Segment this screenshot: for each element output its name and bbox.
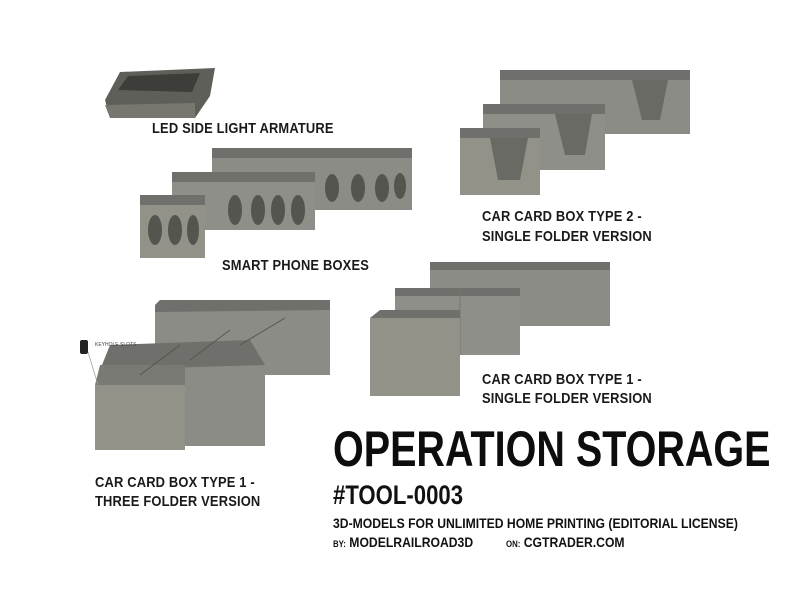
by-prefix: BY: xyxy=(333,539,346,549)
three-folder-label-1: CAR CARD BOX TYPE 1 - xyxy=(95,474,255,491)
type1-label-1: CAR CARD BOX TYPE 1 - xyxy=(482,371,642,388)
product-code: #TOOL-0003 xyxy=(333,480,464,510)
type1-label-2: SINGLE FOLDER VERSION xyxy=(482,390,652,407)
smart-phone-boxes-render xyxy=(140,148,412,258)
type2-label-1: CAR CARD BOX TYPE 2 - xyxy=(482,208,642,225)
led-label: LED SIDE LIGHT ARMATURE xyxy=(152,120,334,137)
subtitle: 3D-MODELS FOR UNLIMITED HOME PRINTING (E… xyxy=(333,515,738,531)
page-title: OPERATION STORAGE xyxy=(333,421,771,477)
author: MODELRAILROAD3D xyxy=(349,534,474,550)
type2-label-2: SINGLE FOLDER VERSION xyxy=(482,228,652,245)
car-card-box-type1-single-render xyxy=(370,262,610,396)
car-card-box-three-folder-render: KEYHOLE SLOTS xyxy=(80,300,330,450)
byline: BY: MODELRAILROAD3D ON: CGTRADER.COM xyxy=(333,533,625,553)
site: CGTRADER.COM xyxy=(523,534,625,550)
keyhole-icon xyxy=(80,340,88,354)
three-folder-label-2: THREE FOLDER VERSION xyxy=(95,493,261,510)
led-armature-render xyxy=(105,68,215,118)
on-prefix: ON: xyxy=(506,539,521,549)
car-card-box-type2-render xyxy=(460,70,690,195)
phone-label: SMART PHONE BOXES xyxy=(222,257,369,274)
svg-text:KEYHOLE SLOTS: KEYHOLE SLOTS xyxy=(95,342,137,348)
